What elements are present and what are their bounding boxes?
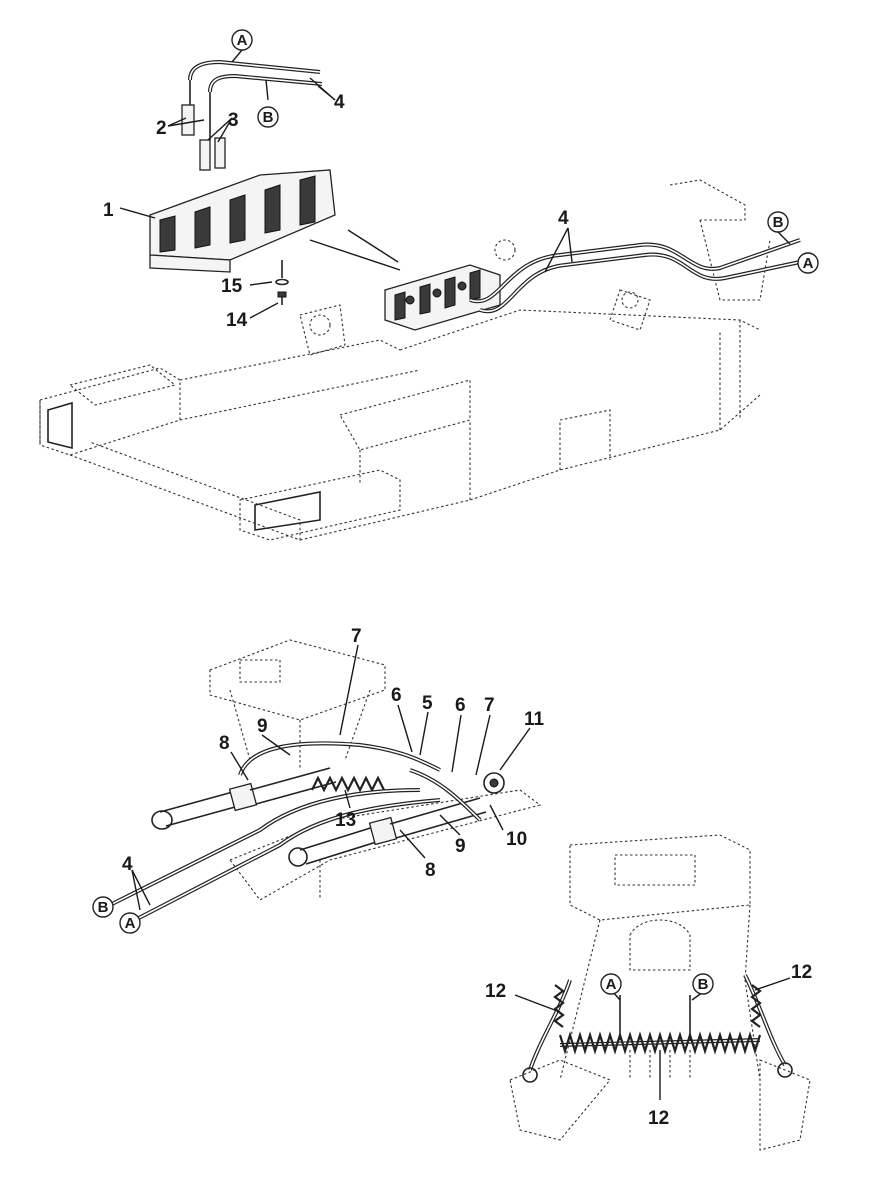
callout-11: 11 [524, 709, 545, 730]
callout-10: 10 [506, 829, 527, 850]
control-valve-mounted [384, 264, 501, 331]
svg-text:A: A [606, 976, 617, 993]
callout-6: 6 [391, 685, 402, 706]
svg-text:B: B [698, 976, 709, 993]
marker-a: A [231, 29, 253, 51]
marker-a: A [119, 912, 141, 934]
callout-15: 15 [221, 276, 243, 297]
marker-a: A [797, 252, 819, 274]
callout-8: 8 [219, 733, 230, 754]
hoses-top [469, 238, 801, 314]
callout-7: 7 [484, 695, 495, 716]
callout-9: 9 [455, 836, 466, 857]
svg-text:B: B [773, 214, 784, 231]
callout-12: 12 [791, 962, 812, 983]
callout-13: 13 [335, 810, 356, 831]
leaders-bottom [514, 977, 791, 1100]
callout-4: 4 [334, 92, 345, 113]
callout-12: 12 [648, 1108, 669, 1129]
callout-9: 9 [257, 716, 268, 737]
svg-text:A: A [803, 255, 814, 272]
marker-b: B [767, 211, 789, 233]
svg-text:B: B [263, 109, 274, 126]
callout-14: 14 [226, 310, 248, 331]
svg-text:A: A [237, 32, 248, 49]
leaders-top [119, 49, 803, 319]
callout-5: 5 [422, 693, 433, 714]
svg-text:A: A [125, 915, 136, 932]
cylinder-assembly [109, 639, 542, 922]
circle-markers: A B B A B A A B [92, 29, 819, 995]
marker-a: A [600, 973, 622, 995]
callout-2: 2 [156, 118, 167, 139]
callout-7: 7 [351, 626, 362, 647]
callout-12: 12 [485, 981, 506, 1002]
callout-6: 6 [455, 695, 466, 716]
svg-text:B: B [98, 899, 109, 916]
callout-labels: 1 2 3 4 4 15 14 7 6 5 6 7 11 9 8 13 9 10… [103, 92, 812, 1129]
callout-4: 4 [122, 854, 133, 875]
marker-b: B [692, 973, 714, 995]
chassis-frame [39, 179, 771, 541]
leaders-middle [131, 644, 531, 911]
pedestal-assembly [509, 834, 811, 1151]
control-valve-exploded [149, 59, 336, 305]
marker-b: B [92, 896, 114, 918]
callout-8: 8 [425, 860, 436, 881]
callout-4: 4 [558, 208, 569, 229]
callout-1: 1 [103, 200, 114, 221]
callout-3: 3 [228, 110, 239, 131]
marker-b: B [257, 106, 279, 128]
